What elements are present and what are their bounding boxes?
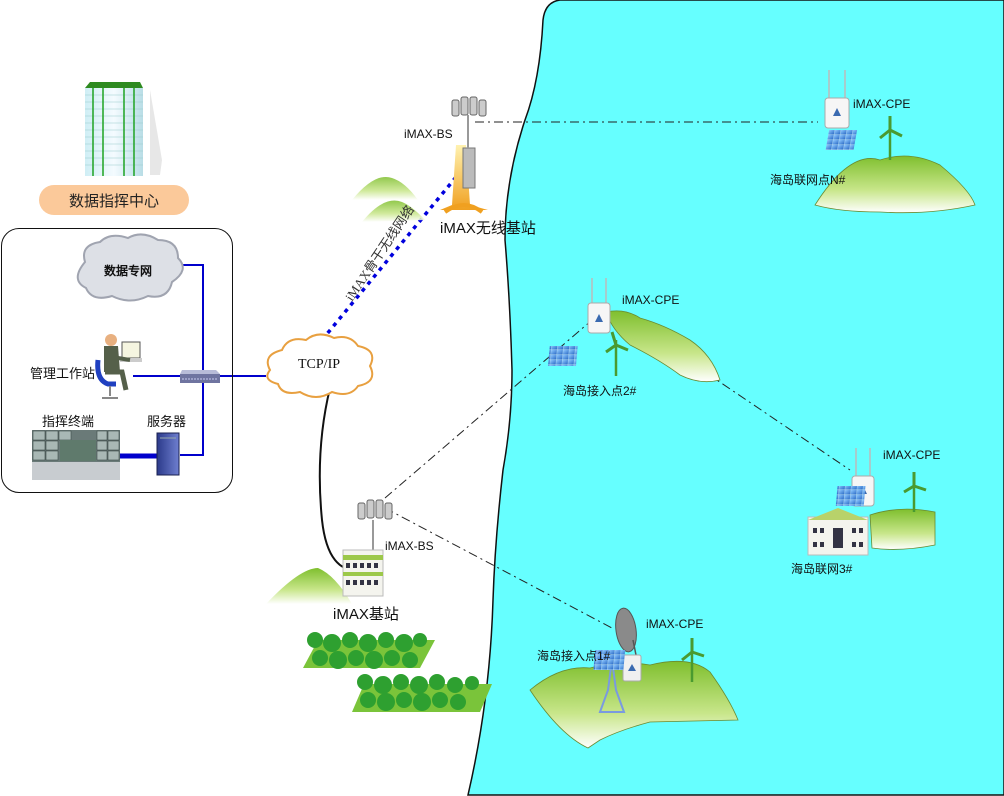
island-node-n-icon bbox=[814, 70, 976, 214]
server-label: 服务器 bbox=[147, 414, 187, 429]
fiber-link bbox=[318, 387, 363, 572]
workstation-label: 管理工作站 bbox=[30, 366, 96, 381]
tower-bs-site-label: iMAX无线基站 bbox=[440, 220, 536, 237]
node-1-site-label: 海岛接入点1# bbox=[537, 649, 611, 663]
command-terminal-video-wall-icon bbox=[32, 430, 120, 480]
data-network-cloud-label: 数据专网 bbox=[104, 264, 153, 278]
server-icon bbox=[156, 432, 180, 476]
node-2-device-label: iMAX-CPE bbox=[622, 293, 680, 307]
island-node-3-icon bbox=[807, 448, 936, 556]
data-network-cloud-icon bbox=[76, 233, 184, 302]
backbone-wireless-link bbox=[320, 169, 463, 342]
building-bs-device-label: iMAX-BS bbox=[385, 539, 434, 553]
node-2-site-label: 海岛接入点2# bbox=[563, 384, 637, 398]
tcp-ip-cloud-label: TCP/IP bbox=[298, 357, 341, 372]
node-n-device-label: iMAX-CPE bbox=[853, 97, 911, 111]
forest-decoration-icon bbox=[303, 632, 492, 712]
island-node-2-icon bbox=[547, 278, 721, 383]
tower-bs-device-label: iMAX-BS bbox=[404, 127, 453, 141]
hills-decoration-icon bbox=[352, 176, 425, 222]
data-center-lan-group bbox=[1, 228, 233, 493]
data-center-title-badge: 数据指挥中心 bbox=[39, 185, 189, 215]
building-bs-site-label: iMAX基站 bbox=[333, 606, 399, 623]
node-3-device-label: iMAX-CPE bbox=[883, 448, 941, 462]
data-center-building-icon bbox=[85, 82, 162, 176]
building-base-station-icon bbox=[266, 499, 393, 604]
node-3-site-label: 海岛联网3# bbox=[791, 562, 853, 576]
network-switch-icon bbox=[180, 370, 220, 383]
island-node-1-icon bbox=[529, 607, 739, 749]
command-terminal-label: 指挥终端 bbox=[42, 414, 95, 429]
tower-base-station-icon bbox=[440, 96, 488, 214]
tcp-ip-cloud-icon bbox=[266, 333, 374, 398]
link-bs-to-node-1 bbox=[384, 507, 613, 629]
workstation-operator-icon bbox=[95, 334, 142, 399]
node-n-site-label: 海岛联网点N# bbox=[770, 173, 846, 187]
sea-area bbox=[467, 0, 1004, 796]
node-1-device-label: iMAX-CPE bbox=[646, 617, 704, 631]
link-bs-to-node-2 bbox=[384, 319, 593, 499]
